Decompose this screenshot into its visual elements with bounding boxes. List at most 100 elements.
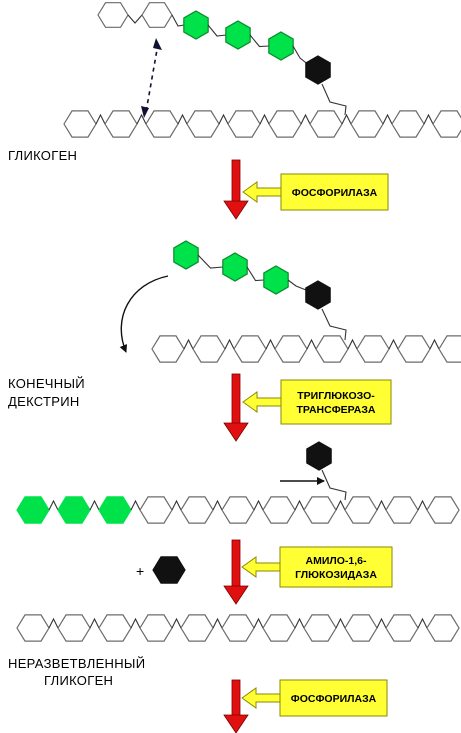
stage-label: КОНЕЧНЫЙ ДЕКСТРИН: [8, 376, 89, 409]
glycosidic-bond: [417, 617, 428, 629]
enzyme-name: ГЛЮКОЗИДАЗА: [295, 569, 377, 581]
free-glucose-hexagon: [152, 556, 186, 584]
glycosidic-bond: [171, 617, 182, 629]
arrow-shaft: [231, 373, 241, 426]
glycosidic-bond: [300, 113, 311, 125]
main-chain: [16, 614, 460, 642]
glucose-unit: [16, 614, 50, 642]
branch-residue: [16, 496, 50, 524]
glucose-unit: [385, 614, 419, 642]
glucose-unit: [180, 614, 214, 642]
glycosidic-bond: [253, 617, 264, 629]
main-chain: [63, 110, 461, 138]
glycosidic-bond: [388, 338, 399, 350]
glycosidic-bond: [341, 113, 352, 125]
glucose-unit: [309, 110, 343, 138]
enzyme-label-box: [279, 546, 393, 588]
glycosidic-bond: [89, 499, 100, 511]
flow-step-4: ФОСФОРИЛАЗА: [223, 679, 388, 733]
free-glucose-icon: [152, 556, 186, 584]
glycosidic-bond: [335, 499, 346, 511]
glucose-unit: [180, 496, 214, 524]
stage-1-glycogen: ГЛИКОГЕН: [8, 2, 461, 163]
branch-chain: [173, 240, 347, 341]
glycosidic-bond: [259, 113, 270, 125]
glycosidic-bond: [48, 499, 59, 511]
glycosidic-bond: [347, 338, 358, 350]
glucose-unit: [397, 335, 431, 363]
arrow-shaft: [231, 539, 241, 589]
down-arrow: [223, 679, 249, 733]
arrow-shaft: [231, 159, 241, 204]
arrowhead-down-icon: [141, 106, 149, 118]
branch-residue: [263, 265, 289, 295]
glycosidic-bond: [382, 113, 393, 125]
glucose-unit: [221, 496, 255, 524]
glycosidic-bond: [183, 338, 194, 350]
enzyme-name: ТРАНСФЕРАЗА: [296, 404, 375, 416]
glycosidic-bond: [207, 24, 227, 37]
branch-residue: [222, 252, 248, 282]
glucose-unit: [344, 496, 378, 524]
enzyme-label-box: [280, 173, 389, 211]
stage-label: ГЛИКОГЕН: [8, 148, 77, 163]
stage-label-line: ГЛИКОГЕН: [8, 148, 77, 163]
enzyme-name: АМИЛО-1,6-: [305, 555, 367, 567]
glucose-unit: [426, 614, 460, 642]
branch-point: [306, 441, 347, 501]
glucose-unit: [97, 2, 129, 28]
glycosidic-bond: [306, 338, 317, 350]
glucose-unit: [221, 614, 255, 642]
branch-point-residue: [305, 55, 331, 85]
flow-step-1: ФОСФОРИЛАЗА: [223, 159, 389, 220]
glycosidic-bond: [287, 279, 307, 291]
glycosidic-bond: [429, 338, 440, 350]
glucose-unit: [274, 335, 308, 363]
branch-residue: [98, 496, 132, 524]
branch-chain: [97, 2, 347, 116]
arrow-down-icon: [223, 714, 249, 733]
glucose-unit: [262, 496, 296, 524]
glucose-unit: [385, 496, 419, 524]
enzyme-box: ТРИГЛЮКОЗО- ТРАНСФЕРАЗА: [242, 379, 392, 425]
glycosidic-bond: [249, 34, 270, 48]
glucose-unit: [315, 335, 349, 363]
alpha-1-6-bond: [321, 308, 347, 341]
glycosidic-bond: [212, 499, 223, 511]
glycosidic-bond: [48, 617, 59, 629]
glucose-unit: [186, 110, 220, 138]
down-arrow: [223, 159, 249, 220]
glycosidic-bond: [171, 499, 182, 511]
stage-label-line: КОНЕЧНЫЙ: [8, 376, 85, 391]
main-chain: [16, 496, 460, 524]
glucose-unit: [350, 110, 384, 138]
glycosidic-bond: [95, 113, 106, 125]
branch-residue: [268, 31, 294, 61]
stage-2-limit-dextrin: КОНЕЧНЫЙ ДЕКСТРИН: [8, 240, 461, 409]
glucose-unit: [141, 2, 173, 28]
glycosidic-bond: [265, 338, 276, 350]
enzyme-name: ФОСФОРИЛАЗА: [292, 187, 378, 199]
glucose-unit: [344, 614, 378, 642]
glycosidic-bond: [89, 617, 100, 629]
arrow-down-icon: [223, 585, 249, 605]
glucose-unit: [262, 614, 296, 642]
branch-residue: [183, 10, 209, 40]
glucose-unit: [139, 496, 173, 524]
glycosidic-bond: [335, 617, 346, 629]
enzyme-name: ТРИГЛЮКОЗО-: [297, 390, 375, 402]
glycosidic-bond: [376, 499, 387, 511]
enzyme-box: ФОСФОРИЛАЗА: [242, 173, 389, 211]
glucose-unit: [432, 110, 461, 138]
plus-sign: +: [136, 563, 144, 579]
main-chain: [151, 335, 461, 363]
glycosidic-bond: [376, 617, 387, 629]
glucose-unit: [356, 335, 390, 363]
branch-residue: [57, 496, 91, 524]
glycosidic-bond: [177, 113, 188, 125]
glycosidic-bond: [212, 617, 223, 629]
glycosidic-bond: [294, 617, 305, 629]
glucose-unit: [151, 335, 185, 363]
glycosidic-bond: [224, 338, 235, 350]
glucose-unit: [303, 496, 337, 524]
